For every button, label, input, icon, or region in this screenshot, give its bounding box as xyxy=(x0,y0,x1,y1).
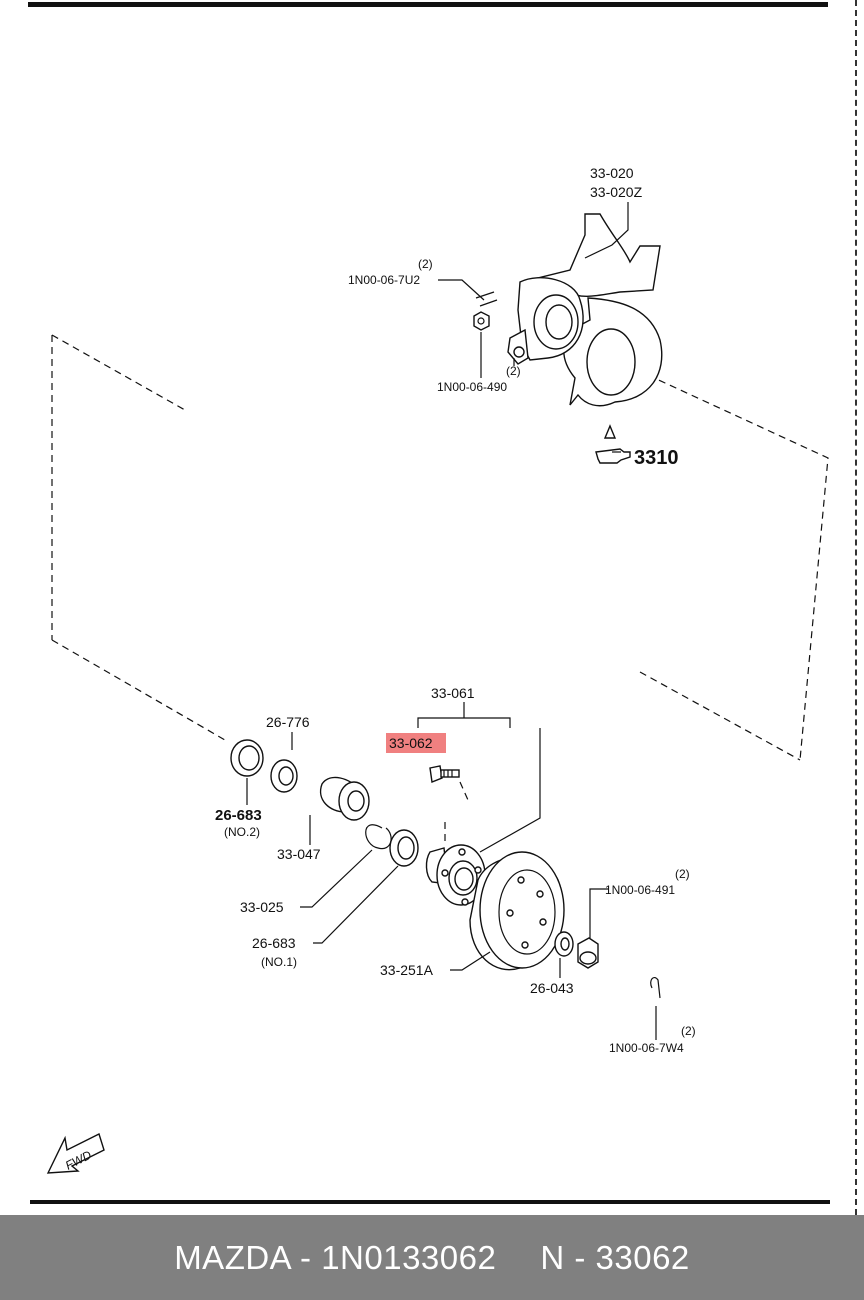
label-bolt-code: 1N00-06-7U2 xyxy=(348,273,420,287)
pointing-hand-icon xyxy=(595,448,631,464)
label-disc: 33-251A xyxy=(380,962,434,978)
label-nut-code: 1N00-06-490 xyxy=(437,380,507,394)
hub-bolt xyxy=(429,765,469,845)
oil-seal-no2 xyxy=(230,739,264,777)
label-pin-code: 1N00-06-7W4 xyxy=(609,1041,684,1055)
seal-26-776 xyxy=(270,759,298,793)
caption-brand-part: MAZDA - 1N0133062 xyxy=(174,1238,497,1276)
label-snap-ring: 33-025 xyxy=(240,899,284,915)
label-lock-nut-code: 1N00-06-491 xyxy=(605,883,675,897)
snap-ring-33-025 xyxy=(365,824,392,850)
parts-diagram: 33-020 33-020Z (2) 1N00-06-7U2 (2) 1N00-… xyxy=(30,165,830,1204)
caption-ref: N - 33062 xyxy=(540,1238,690,1276)
bottom-border xyxy=(30,1200,830,1204)
seal-26-683-no1 xyxy=(389,829,419,867)
label-lock-nut-qty: (2) xyxy=(675,867,690,881)
label-seal-top: 26-776 xyxy=(266,714,310,730)
label-nut-qty: (2) xyxy=(506,364,521,378)
label-bolt-qty: (2) xyxy=(418,257,433,271)
label-seal-no1: 26-683 xyxy=(252,935,296,951)
label-seal-no1-note: (NO.1) xyxy=(261,955,297,969)
fwd-arrow-icon xyxy=(46,1133,105,1174)
brake-disc-33-251a xyxy=(469,851,565,971)
highlight-box xyxy=(386,733,446,753)
label-hub-bolt: 33-062 xyxy=(389,735,433,751)
label-seal-no2: 26-683 xyxy=(215,807,262,824)
label-knuckle-1: 33-020 xyxy=(590,165,634,181)
lock-nut-1n00-06-491 xyxy=(577,937,599,969)
nut-1n00-06-490 xyxy=(473,311,490,331)
washer-26-043 xyxy=(554,931,574,957)
label-bearing: 33-047 xyxy=(277,846,321,862)
label-knuckle-2: 33-020Z xyxy=(590,184,643,200)
cotter-pin xyxy=(650,976,661,999)
steering-knuckle xyxy=(507,213,663,439)
part-caption-bar: MAZDA - 1N0133062 N - 33062 xyxy=(0,1215,864,1300)
label-seal-no2-note: (NO.2) xyxy=(224,825,260,839)
top-border xyxy=(28,2,828,7)
label-washer: 26-043 xyxy=(530,980,574,996)
bearing-33-047 xyxy=(319,776,370,821)
scan-edge xyxy=(855,0,863,1215)
bolt-1n00-06-7u2 xyxy=(475,291,498,307)
label-ref-section: 3310 xyxy=(634,447,679,469)
label-pin-qty: (2) xyxy=(681,1024,696,1038)
label-hub-assy: 33-061 xyxy=(431,685,475,701)
